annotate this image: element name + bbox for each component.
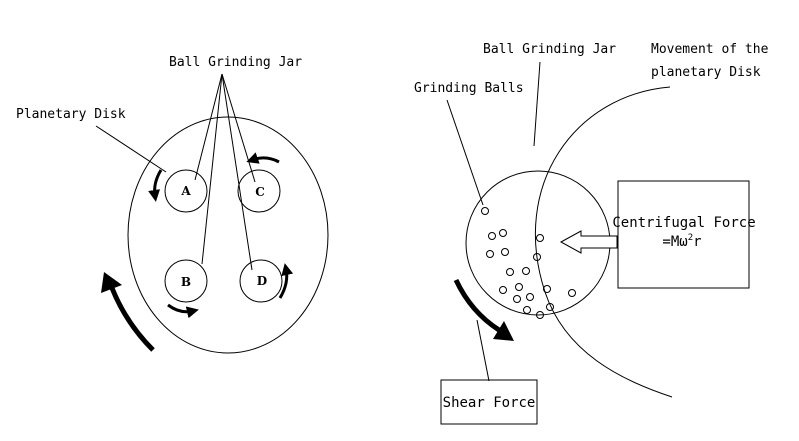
- grinding-ball: [543, 285, 551, 293]
- grinding-ball: [515, 283, 523, 291]
- jar-leader-lines: [194, 73, 256, 271]
- ball-grinding-jar-label-left: Ball Grinding Jar: [169, 55, 302, 70]
- jar-c-label: C: [255, 185, 265, 199]
- shear-force-arrow: [453, 278, 514, 341]
- rotation-arrow-a: [148, 169, 163, 202]
- grinding-balls-label: Grinding Balls: [414, 81, 524, 96]
- planetary-disk-label: Planetary Disk: [16, 107, 126, 122]
- planetary-disk-arc: [535, 86, 673, 398]
- jar-d: D: [239, 259, 283, 303]
- rotation-arrow-b: [167, 303, 199, 319]
- planetary-disk: [127, 116, 329, 354]
- grinding-ball: [536, 234, 544, 242]
- centrifugal-force-arrow: [559, 230, 618, 254]
- grinding-ball: [499, 286, 507, 294]
- grinding-ball: [501, 248, 509, 256]
- jar-d-label: D: [257, 274, 267, 288]
- grinding-ball: [536, 311, 544, 319]
- disk-rotation-arrow: [101, 272, 155, 352]
- formula-suffix: r: [693, 234, 701, 250]
- jar-a: A: [164, 169, 208, 213]
- grinding-ball: [522, 267, 530, 275]
- formula-prefix: =Mω: [662, 234, 687, 250]
- planetary-disk-leader: [95, 125, 167, 173]
- grinding-balls: [481, 207, 576, 319]
- grinding-ball: [481, 207, 489, 215]
- grinding-ball: [513, 295, 521, 303]
- centrifugal-force-label: Centrifugal Force: [612, 215, 755, 231]
- shear-force-box: [440, 379, 538, 425]
- grinding-balls-leader: [446, 99, 484, 206]
- grinding-ball: [526, 293, 534, 301]
- ball-grinding-jar-label-right: Ball Grinding Jar: [483, 42, 616, 57]
- centrifugal-force-box: [617, 180, 750, 289]
- movement-label-line2: planetary Disk: [651, 65, 761, 80]
- grinding-ball: [488, 232, 496, 240]
- centrifugal-force-formula: =Mω2r: [662, 233, 701, 250]
- jar-b: B: [164, 259, 208, 303]
- movement-label-line1: Movement of the: [651, 42, 769, 57]
- grinding-ball: [533, 253, 541, 261]
- rotation-arrow-c: [246, 152, 280, 164]
- left-panel: Ball Grinding Jar Planetary Disk A C B: [16, 55, 329, 354]
- jar-a-label: A: [180, 184, 191, 198]
- grinding-ball: [486, 250, 494, 258]
- right-panel: Ball Grinding Jar Movement of the planet…: [414, 42, 769, 425]
- shear-force-leader: [476, 319, 490, 382]
- jar-label-leader: [533, 61, 541, 147]
- grinding-ball: [568, 289, 576, 297]
- grinding-ball: [523, 306, 531, 314]
- grinding-ball: [499, 229, 507, 237]
- jar-c: C: [237, 169, 281, 213]
- shear-force-label: Shear Force: [443, 395, 536, 411]
- formula-exponent: 2: [688, 233, 693, 243]
- jar-b-label: B: [181, 275, 191, 289]
- grinding-ball: [546, 303, 554, 311]
- rotation-arrow-d: [278, 263, 294, 299]
- grinding-ball: [506, 268, 514, 276]
